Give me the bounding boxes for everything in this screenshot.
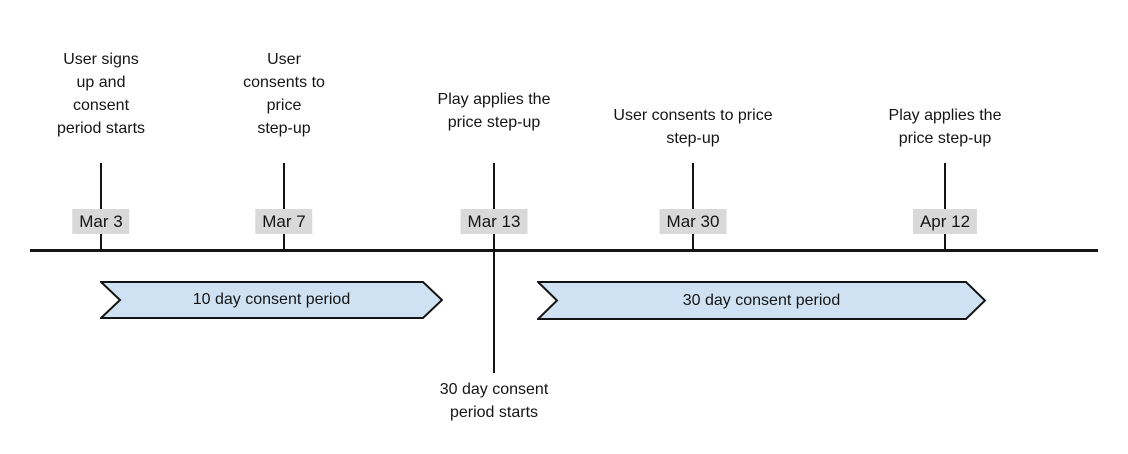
date-badge-mar3: Mar 3 [72,209,130,234]
event-label-first-stepup: Play applies the price step-up [437,91,551,131]
banner-arrow-shape [537,281,986,320]
date-badge-mar13: Mar 13 [460,209,528,234]
banner-arrow-shape [100,281,443,319]
event-tick-apr12 [944,163,946,249]
period-banner-30day: 30 day consent period [537,281,986,320]
date-badge-mar30: Mar 30 [659,209,727,234]
date-badge-apr12: Apr 12 [912,209,978,234]
event-label-first-consent: User consents to price step-up [243,51,325,137]
timeline-axis [30,249,1098,252]
event-tick-mar7 [283,163,285,249]
event-tick-mar30 [692,163,694,249]
period-banner-30day-label: 30 day consent period [682,291,841,309]
note-30day-period-starts: 30 day consent period starts [439,381,549,421]
event-label-second-consent: User consents to price step-up [613,107,773,147]
period-banner-10day: 10 day consent period [100,281,443,319]
period-banner-10day-label: 10 day consent period [192,291,351,308]
event-label-second-stepup: Play applies the price step-up [888,107,1002,147]
event-tick-mar13 [493,163,495,373]
event-label-signup: User signs up and consent period starts [56,51,146,137]
event-tick-mar3 [100,163,102,249]
date-badge-mar7: Mar 7 [255,209,313,234]
